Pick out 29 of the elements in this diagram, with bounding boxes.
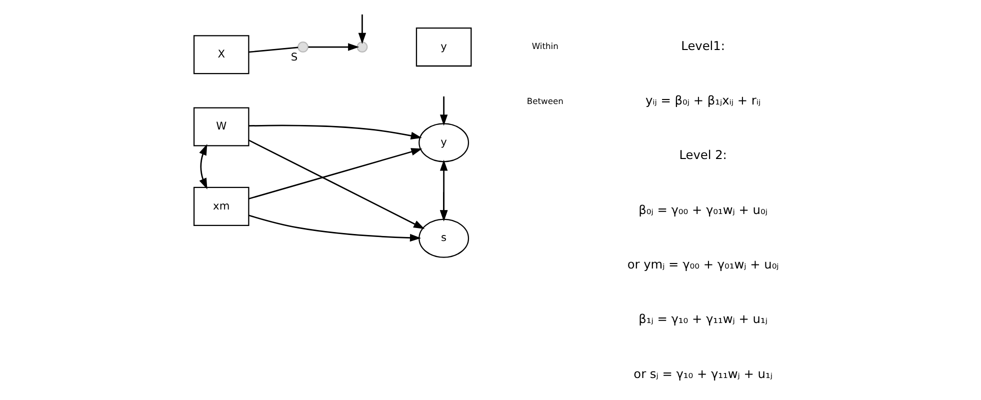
arrow — [358, 14, 366, 44]
connector — [248, 46, 298, 53]
node-label: S — [290, 50, 298, 64]
node-box: y — [416, 27, 472, 67]
arrow — [248, 124, 422, 140]
node-ellipse: y — [418, 123, 470, 162]
node-ellipse: s — [418, 218, 470, 258]
arrow — [440, 160, 448, 222]
node-box: X — [193, 35, 250, 74]
label: Level 2: — [679, 148, 727, 162]
arrow — [248, 148, 422, 200]
label: or sⱼ = γ₁₀ + γ₁₁wⱼ + u₁ⱼ — [634, 366, 772, 381]
node-circle — [356, 42, 368, 53]
node-box: W — [193, 107, 250, 146]
arrow — [308, 43, 360, 51]
label: β₀ⱼ = γ₀₀ + γ₀₁wⱼ + u₀ⱼ — [638, 202, 768, 217]
label: Level1: — [681, 38, 725, 53]
node-circle — [297, 42, 308, 53]
arrow — [199, 144, 208, 190]
arrow — [248, 140, 425, 230]
node-box: xm — [193, 186, 250, 226]
label: or ymⱼ = γ₀₀ + γ₀₁wⱼ + u₀ⱼ — [627, 258, 779, 272]
arrow — [440, 192, 448, 222]
arrow — [440, 96, 448, 126]
label: Within — [532, 41, 558, 52]
label: β₁ⱼ = γ₁₀ + γ₁₁wⱼ + u₁ⱼ — [638, 312, 768, 326]
label: yᵢⱼ = β₀ⱼ + β₁ⱼxᵢⱼ + rᵢⱼ — [645, 94, 761, 108]
arrow — [248, 214, 422, 242]
label: Between — [526, 96, 564, 106]
